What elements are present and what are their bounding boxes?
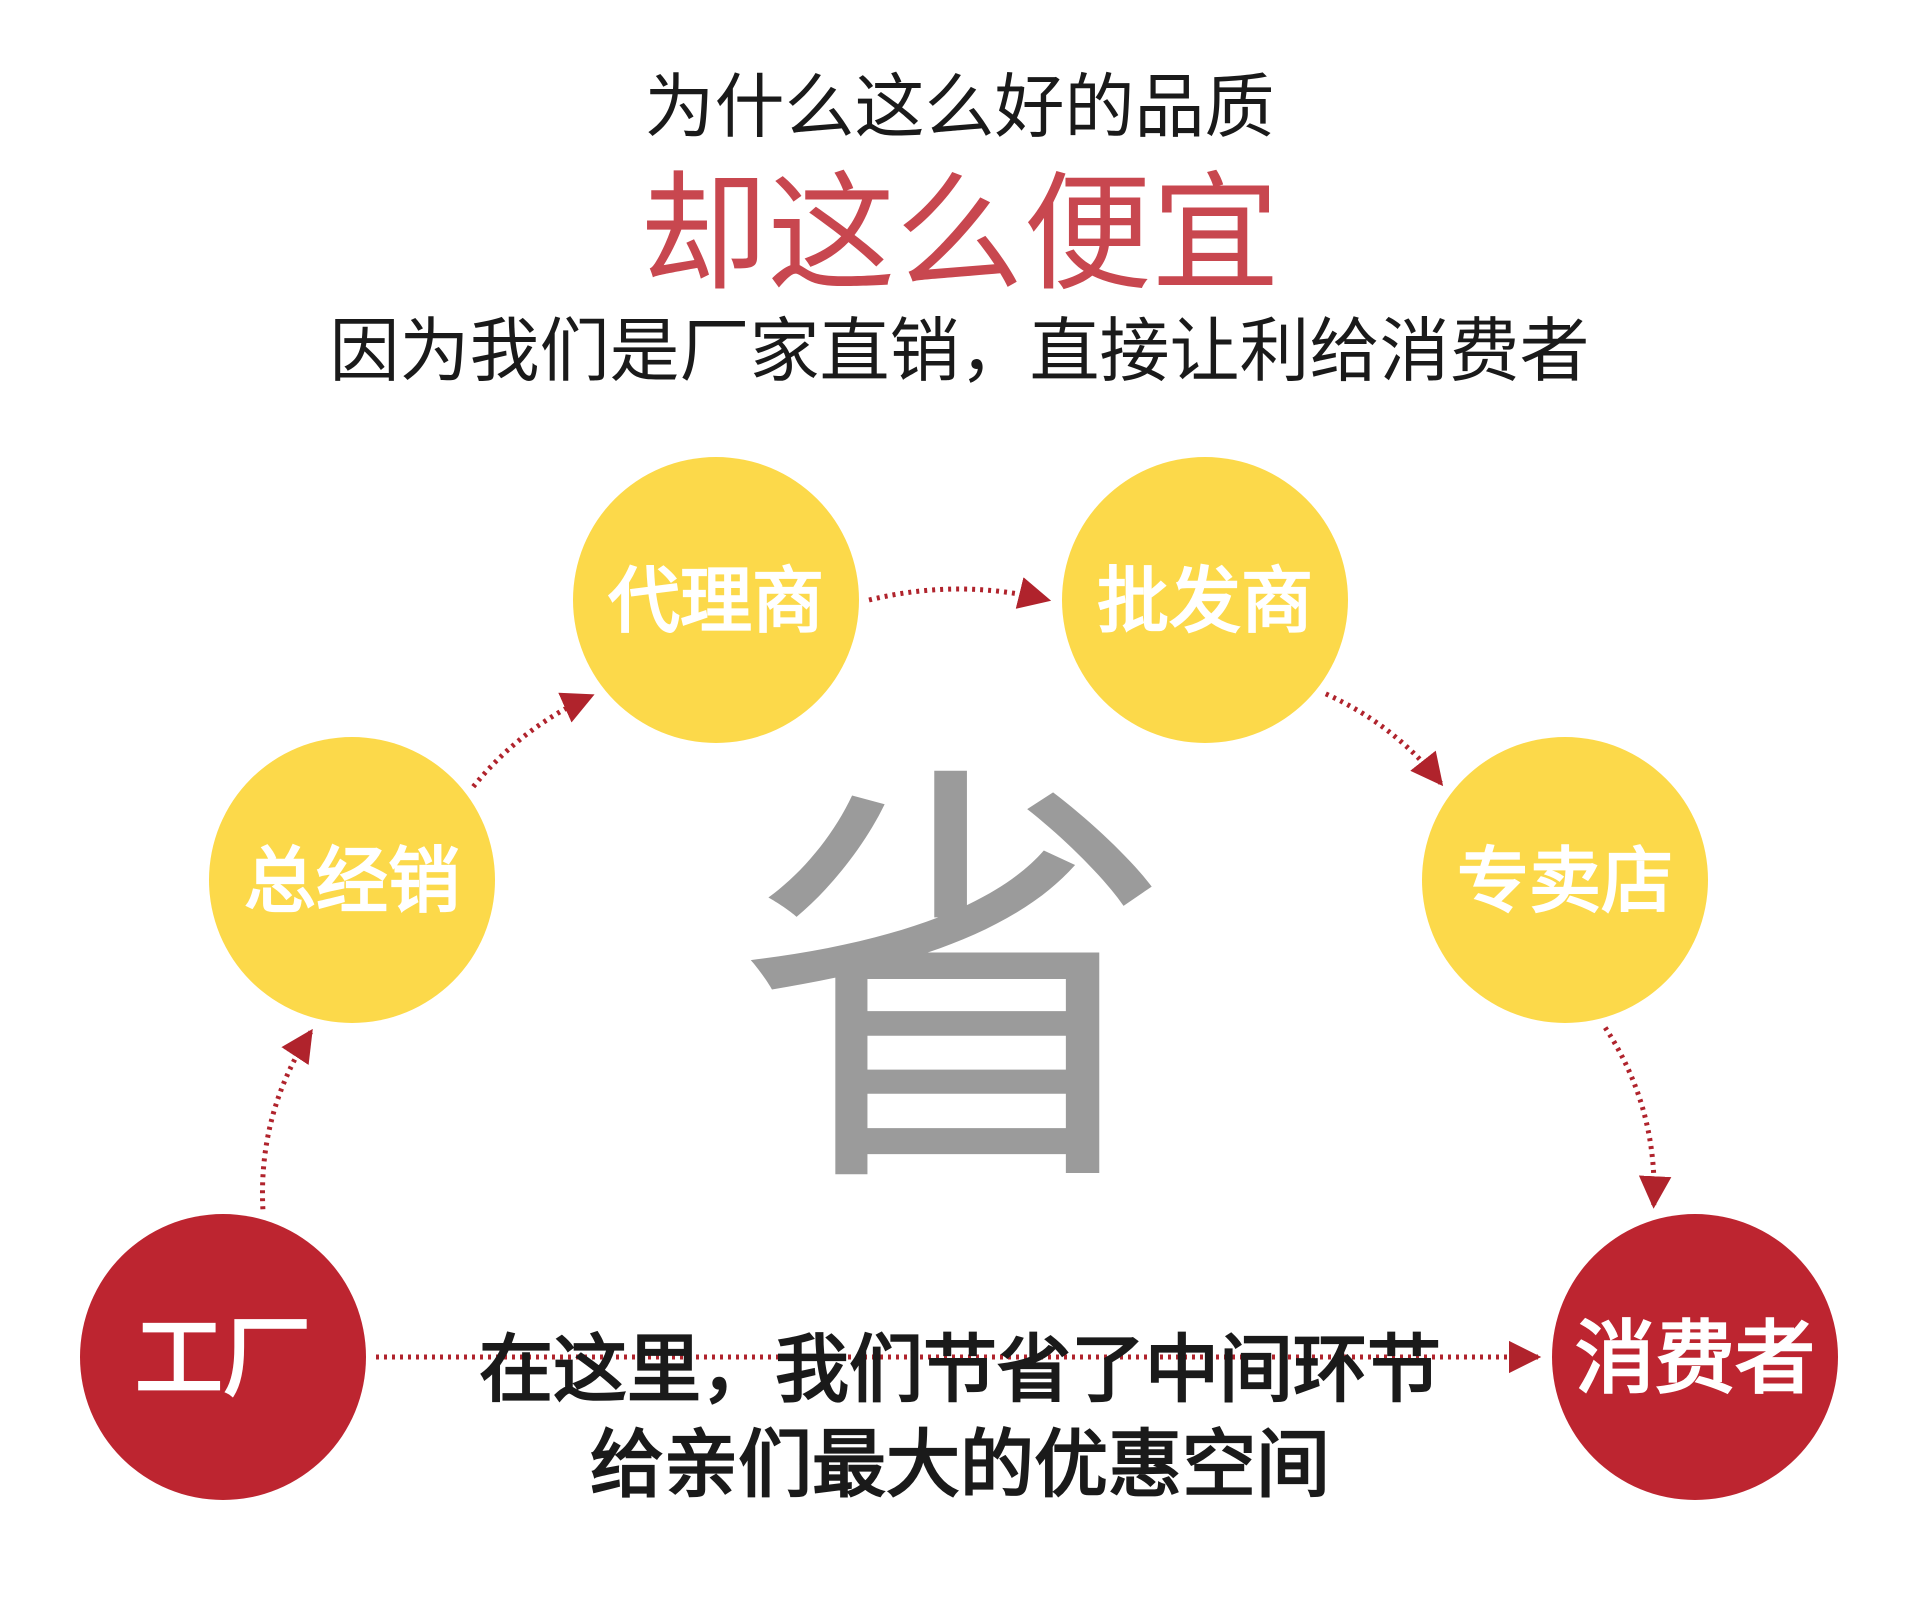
caption-line-1: 在这里，我们节省了中间环节 <box>479 1327 1441 1413</box>
flow-arrows <box>259 577 1672 1374</box>
flow-arrow-general-distributor-to-agent <box>471 692 595 789</box>
node-circle-wholesaler <box>1062 457 1348 743</box>
flow-arrow-agent-to-wholesaler <box>868 577 1052 609</box>
node-circle-agent <box>573 457 859 743</box>
node-label-consumer: 消费者 <box>1575 1312 1815 1405</box>
headline-question: 为什么这么好的品质 <box>644 66 1275 148</box>
node-circle-consumer <box>1552 1214 1838 1500</box>
node-label-general-distributor: 总经销 <box>244 839 460 923</box>
flow-arrow-factory-to-general-distributor <box>259 1028 314 1210</box>
node-label-agent: 代理商 <box>607 559 824 643</box>
node-circle-general-distributor <box>209 737 495 1023</box>
node-circle-factory <box>80 1214 366 1500</box>
flow-arrow-wholesaler-to-specialty-store <box>1324 691 1444 787</box>
caption-line-2: 给亲们最大的优惠空间 <box>590 1422 1330 1508</box>
save-glyph: 省 <box>735 732 1175 1244</box>
headline-reason: 因为我们是厂家直销，直接让利给消费者 <box>329 310 1590 392</box>
node-label-factory: 工厂 <box>135 1307 311 1410</box>
node-label-specialty-store: 专卖店 <box>1457 839 1673 923</box>
flow-arrow-specialty-store-to-consumer <box>1603 1026 1672 1209</box>
node-label-wholesaler: 批发商 <box>1097 559 1313 643</box>
node-circle-specialty-store <box>1422 737 1708 1023</box>
headline-emphasis: 却这么便宜 <box>639 160 1280 309</box>
